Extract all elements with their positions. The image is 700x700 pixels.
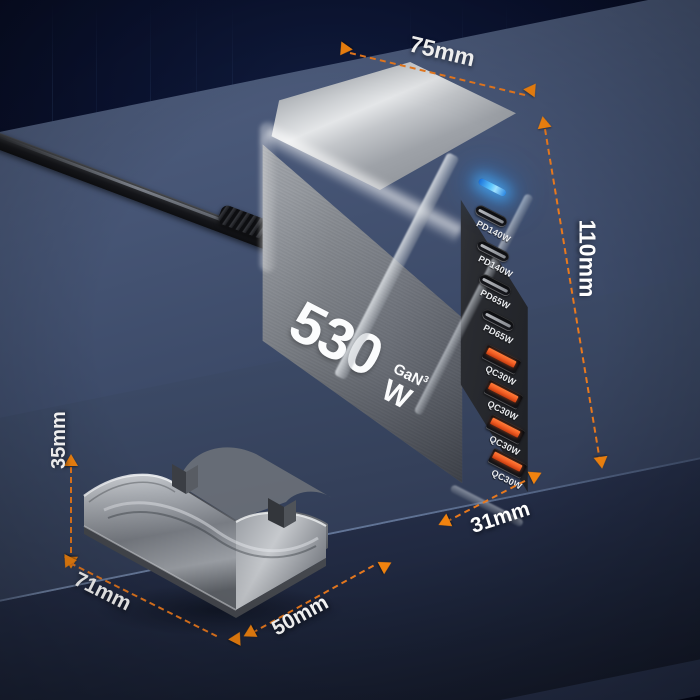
power-led-indicator <box>477 177 508 198</box>
charger-corner-gloss <box>260 122 276 272</box>
stand-shape <box>83 447 345 636</box>
dim-label-110mm: 110mm <box>574 219 601 298</box>
dim-label-35mm: 35mm <box>48 411 70 469</box>
charger-top-face <box>271 62 516 190</box>
charger-stand <box>60 398 380 638</box>
